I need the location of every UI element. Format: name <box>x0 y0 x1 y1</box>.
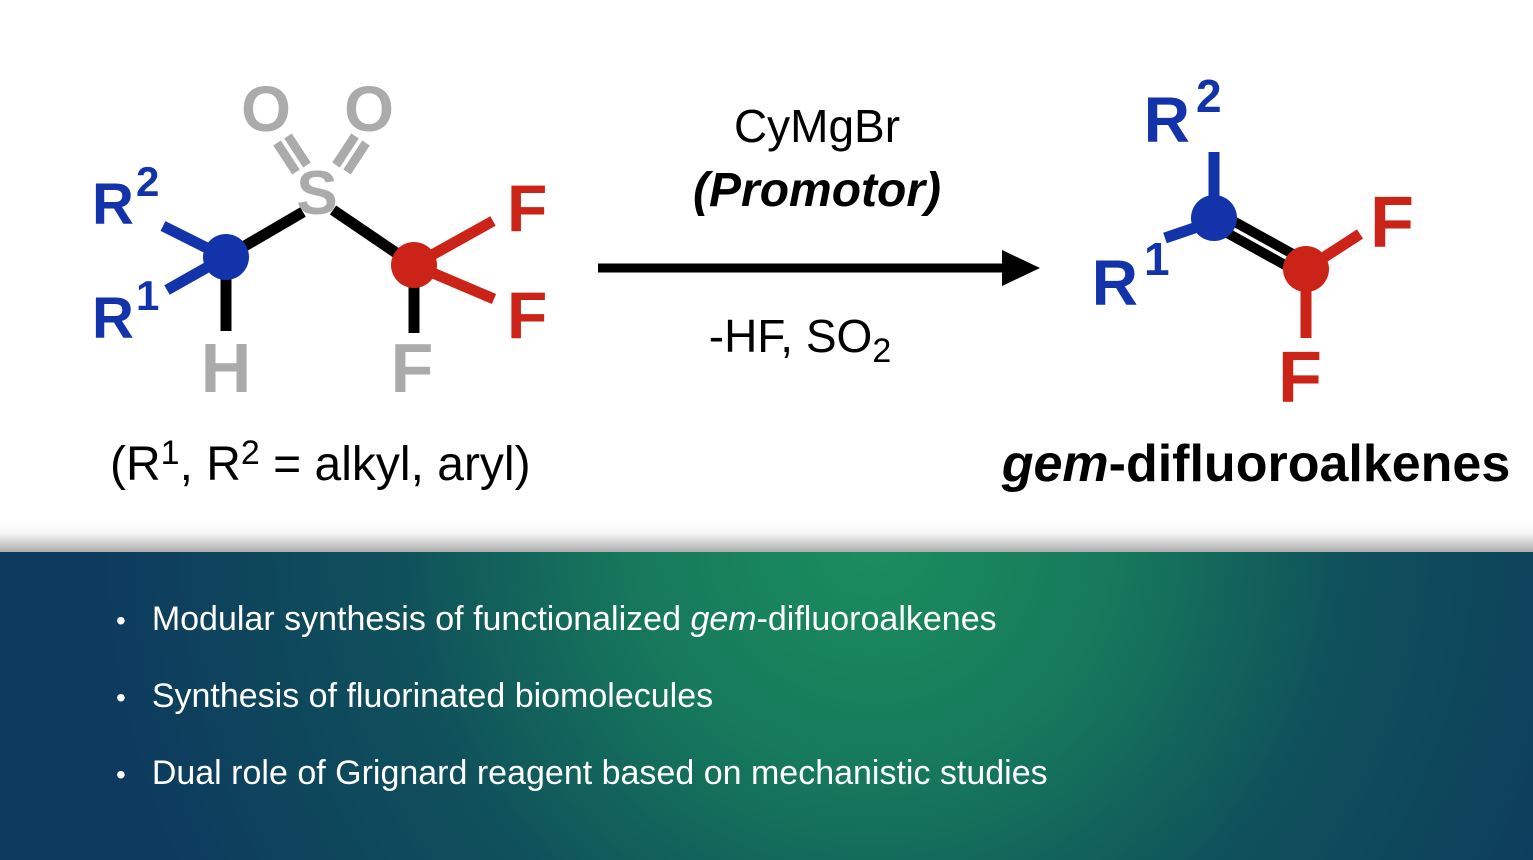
reactant-caption: (R1, R2 = alkyl, aryl) <box>110 434 531 491</box>
bullet-text-pre: Modular synthesis of functionalized <box>151 600 691 638</box>
caption-part: (R <box>110 438 161 491</box>
atom-label-f-gray: F <box>391 329 434 407</box>
atom-label-o-right: O <box>344 73 394 145</box>
list-item: • Dual role of Grignard reagent based on… <box>116 753 1493 795</box>
atom-label-o-left: O <box>241 73 291 145</box>
bullet-text-pre: Dual role of Grignard reagent based on m… <box>151 754 1048 792</box>
bullet-icon: • <box>116 605 126 636</box>
product-f-right: F <box>1370 183 1414 263</box>
reagent-label: CyMgBr <box>734 100 900 152</box>
reaction-arrow-head <box>1002 250 1040 286</box>
reaction-scheme: O O S H F R 2 R 1 F F (R1, R2 = alkyl, a… <box>92 70 1511 493</box>
label-r1-base: R <box>92 286 134 351</box>
bullet-text-italic: gem <box>690 600 757 638</box>
reaction-arrow-group: CyMgBr (Promotor) -HF, SO2 <box>598 100 1040 370</box>
byproducts-main: -HF, SO <box>709 310 873 362</box>
product-caption-italic: gem <box>1001 435 1109 493</box>
label-r2-sup: 2 <box>136 158 159 205</box>
atom-label-h: H <box>201 329 252 407</box>
caption-part: = alkyl, aryl) <box>260 438 531 491</box>
product-r1-base: R <box>1092 247 1138 319</box>
product-caption: gem-difluoroalkenes <box>1001 435 1511 493</box>
bullet-icon: • <box>116 682 126 713</box>
list-item: • Synthesis of fluorinated biomolecules <box>116 676 1493 718</box>
byproducts-sub: 2 <box>872 332 891 370</box>
carbon-atom-red-product <box>1283 246 1329 292</box>
label-r1-sup: 1 <box>136 272 159 319</box>
bullet-text-pre: Synthesis of fluorinated biomolecules <box>151 677 714 715</box>
caption-sup: 1 <box>161 434 180 472</box>
bullet-text-post: -difluoroalkenes <box>756 600 997 638</box>
bullet-text: Synthesis of fluorinated biomolecules <box>152 676 713 717</box>
bond-s-o-left-1 <box>273 140 300 175</box>
bond-s-o-right-1 <box>343 140 370 175</box>
carbon-atom-blue-product <box>1191 195 1237 241</box>
list-item: • Modular synthesis of functionalized ge… <box>116 599 1493 641</box>
bullet-text: Dual role of Grignard reagent based on m… <box>152 753 1048 794</box>
byproducts-label: -HF, SO2 <box>709 310 891 370</box>
bond-s-o-left-2 <box>284 133 311 168</box>
promoter-label: (Promotor) <box>693 164 941 217</box>
atom-label-f-bottom: F <box>507 278 547 352</box>
product-r2-sup: 2 <box>1196 70 1222 122</box>
reactant-structure: O O S H F R 2 R 1 F F (R1, R2 = alkyl, a… <box>92 73 547 491</box>
highlight-list: • Modular synthesis of functionalized ge… <box>116 599 1493 795</box>
carbon-atom-blue <box>203 234 249 280</box>
atom-label-f-top: F <box>507 171 547 245</box>
product-r2-base: R <box>1144 84 1190 156</box>
highlight-band: • Modular synthesis of functionalized ge… <box>0 552 1533 860</box>
divider-shadow <box>0 522 1533 552</box>
bullet-icon: • <box>116 759 126 790</box>
product-f-bottom: F <box>1278 338 1322 418</box>
bullet-text: Modular synthesis of functionalized gem-… <box>152 599 997 640</box>
caption-sup: 2 <box>241 434 260 472</box>
caption-part: , R <box>180 438 241 491</box>
atom-label-s: S <box>296 159 337 228</box>
carbon-atom-red <box>391 242 437 288</box>
product-caption-rest: -difluoroalkenes <box>1109 435 1511 493</box>
product-structure: R 2 R 1 F F gem-difluoroalkenes <box>1001 70 1511 493</box>
bond-c-r1 <box>164 259 216 295</box>
product-r1-sup: 1 <box>1144 233 1170 285</box>
bond-s-o-right-2 <box>332 133 359 168</box>
label-r2-base: R <box>92 172 134 237</box>
